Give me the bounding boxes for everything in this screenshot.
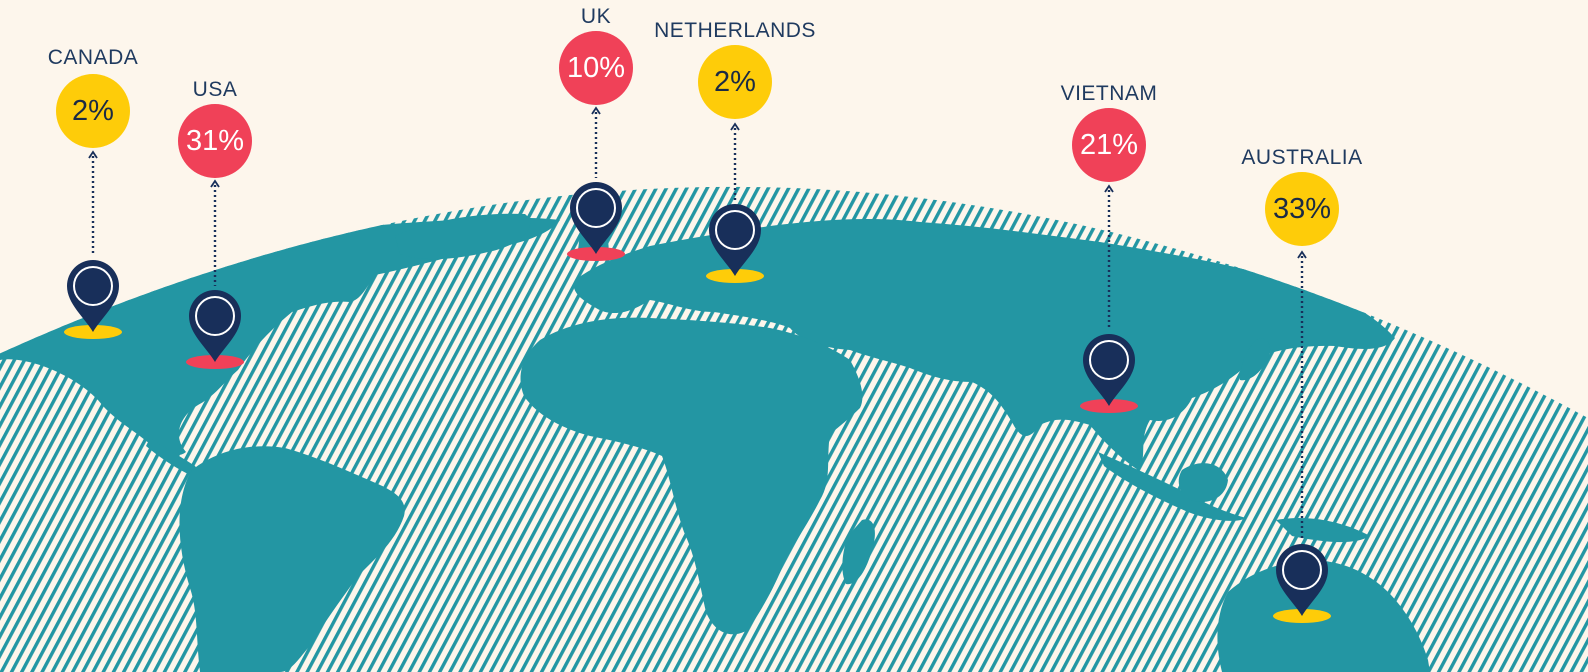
usa-map-pin-icon[interactable]	[189, 290, 241, 362]
uk-arrow-up-icon	[591, 106, 601, 115]
usa-percentage-bubble[interactable]: 31%	[178, 104, 252, 178]
usa-arrow-up-icon	[210, 179, 220, 188]
netherlands-arrow-up-icon	[730, 122, 740, 131]
madagascar	[842, 519, 875, 585]
africa	[520, 317, 863, 635]
eurasia	[573, 219, 1395, 470]
vietnam-percentage-bubble[interactable]: 21%	[1072, 108, 1146, 182]
australia-country-label: AUSTRALIA	[1241, 146, 1363, 169]
australia-arrow-up-icon	[1297, 250, 1307, 259]
japan	[1240, 338, 1271, 381]
australia-map-pin-icon[interactable]	[1276, 544, 1328, 616]
netherlands-percentage-bubble[interactable]: 2%	[698, 45, 772, 119]
vietnam-country-label: VIETNAM	[1060, 82, 1158, 105]
greenland	[395, 213, 531, 260]
southeast-asia-islands	[1098, 452, 1246, 521]
uk-map-pin-icon[interactable]	[570, 182, 622, 254]
new-guinea	[1276, 517, 1370, 543]
canada-country-label: CANADA	[47, 46, 139, 69]
netherlands-country-label: NETHERLANDS	[654, 19, 816, 42]
canada-percentage-bubble[interactable]: 2%	[56, 74, 130, 148]
vietnam-map-pin-icon[interactable]	[1083, 334, 1135, 406]
uk-percentage-bubble[interactable]: 10%	[559, 31, 633, 105]
netherlands-map-pin-icon[interactable]	[709, 204, 761, 276]
south-america	[179, 446, 405, 672]
australia-percentage-bubble[interactable]: 33%	[1265, 172, 1339, 246]
canada-map-pin-icon[interactable]	[67, 260, 119, 332]
borneo	[1178, 463, 1228, 502]
canada-arrow-up-icon	[88, 150, 98, 159]
uk-country-label: UK	[580, 5, 612, 28]
vietnam-arrow-up-icon	[1104, 184, 1114, 193]
usa-country-label: USA	[192, 78, 238, 101]
central-america	[146, 438, 198, 475]
